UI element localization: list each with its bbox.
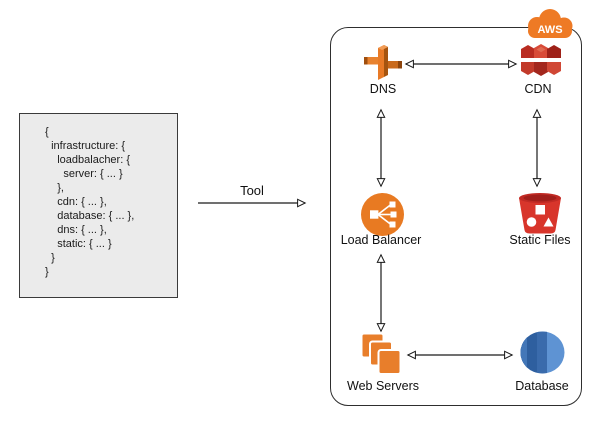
- static-files-icon: [519, 193, 561, 234]
- code-line: server: { ... }: [45, 168, 123, 180]
- cdn-label: CDN: [524, 82, 552, 96]
- load-balancer-icon: [361, 193, 404, 236]
- code-line: cdn: { ... },: [45, 196, 107, 208]
- aws-cloud-icon: AWS: [528, 9, 573, 38]
- code-line: }: [45, 252, 55, 264]
- dns-icon: [364, 45, 402, 80]
- cdn-icon: [521, 44, 561, 76]
- code-line: static: { ... }: [45, 238, 112, 250]
- aws-badge-text: AWS: [537, 24, 562, 36]
- code-line: dns: { ... },: [45, 224, 107, 236]
- static-files-label: Static Files: [509, 233, 571, 247]
- load-balancer-label: Load Balancer: [340, 233, 422, 247]
- code-line: },: [45, 182, 64, 194]
- code-line: infrastructure: {: [45, 140, 126, 152]
- web-servers-label: Web Servers: [346, 379, 420, 393]
- code-line: {: [45, 126, 49, 138]
- database-icon: [520, 331, 565, 374]
- code-line: loadbalacher: {: [45, 154, 131, 166]
- code-line: database: { ... },: [45, 210, 135, 222]
- dns-label: DNS: [369, 82, 397, 96]
- infrastructure-code-panel: { infrastructure: { loadbalacher: { serv…: [19, 113, 178, 298]
- web-servers-icon: [360, 332, 402, 375]
- tool-arrow-label: Tool: [240, 183, 264, 198]
- code-line: }: [45, 266, 49, 278]
- database-label: Database: [515, 379, 569, 393]
